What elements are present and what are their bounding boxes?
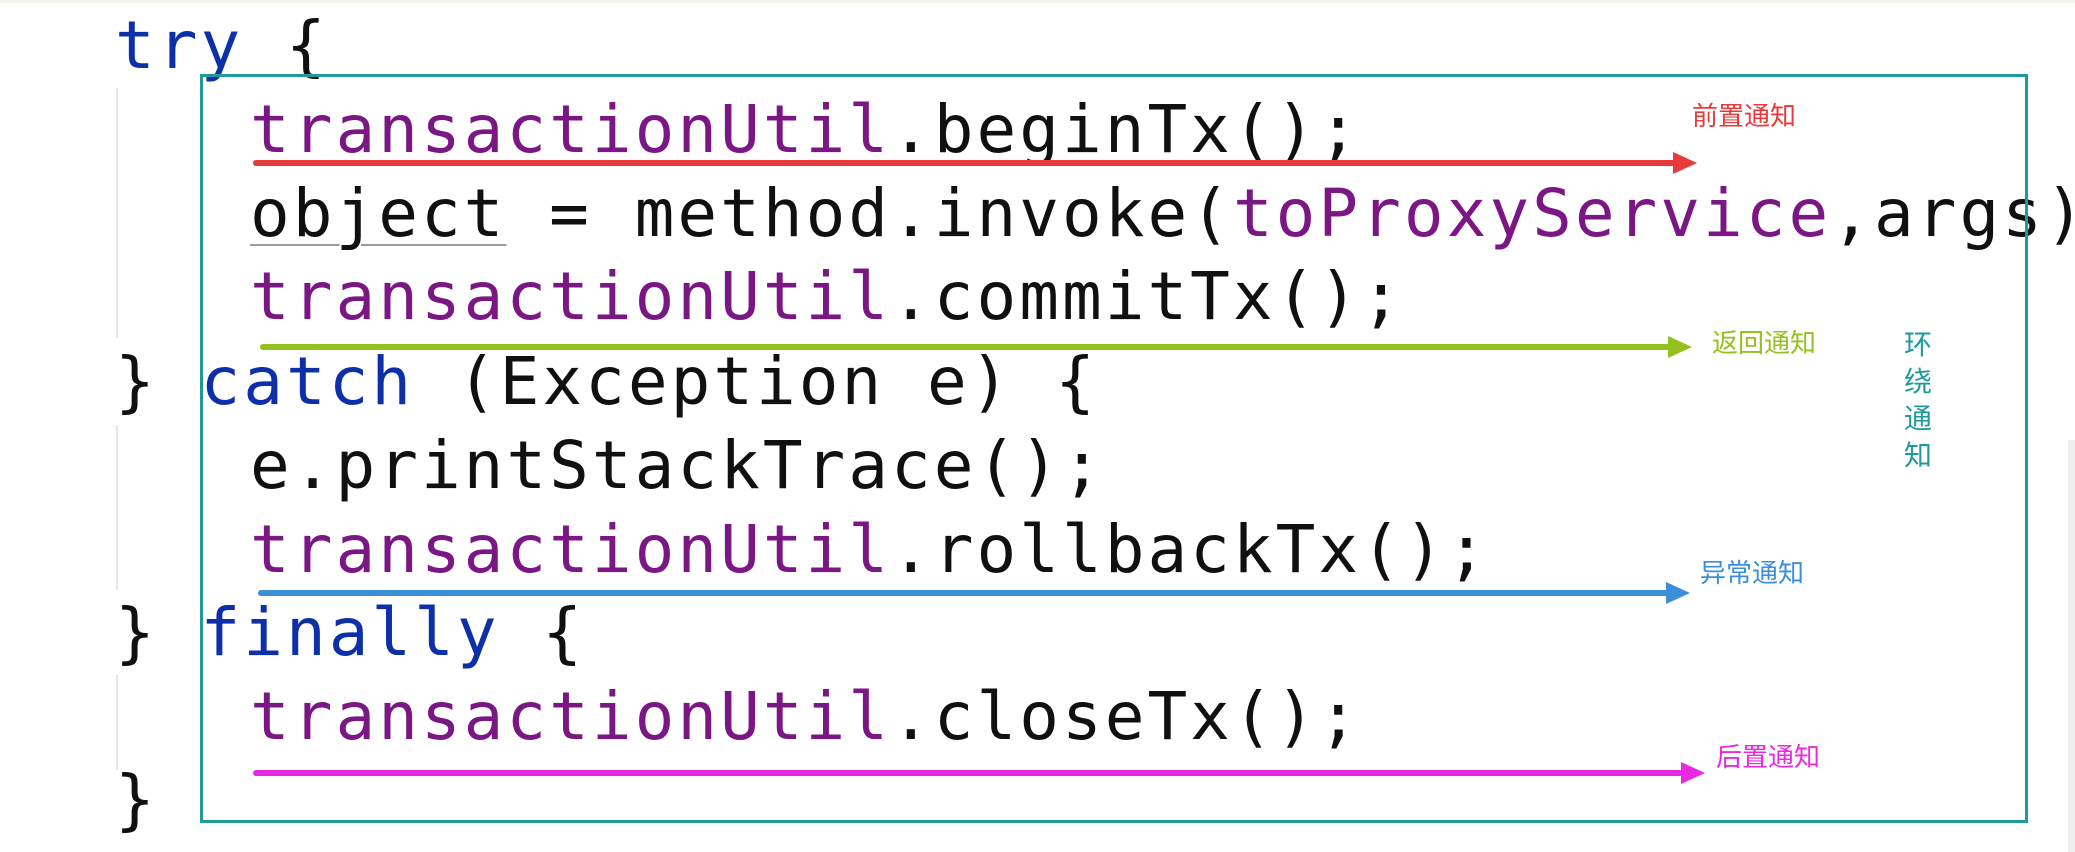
code-line-commit-tx: transactionUtil.commitTx(); xyxy=(250,258,1404,335)
after-throwing-arrow xyxy=(258,582,1690,604)
indent-guide xyxy=(116,675,118,770)
code-line-finally: } finally { xyxy=(115,594,586,671)
after-returning-label: 返回通知 xyxy=(1712,329,1817,359)
keyword-catch: catch xyxy=(200,343,415,420)
indent-guide xyxy=(116,425,118,590)
code-line-close-tx: transactionUtil.closeTx(); xyxy=(250,678,1362,755)
code-line-invoke: object = method.invoke(toProxyService,ar… xyxy=(250,175,2075,252)
code-line-try: try { xyxy=(115,7,329,84)
around-advice-label: 环绕通知 xyxy=(1903,328,1932,472)
field-transaction-util: transactionUtil xyxy=(250,258,892,335)
variable-object: object xyxy=(250,175,507,252)
scrollbar-track[interactable] xyxy=(2068,440,2075,852)
before-advice-label: 前置通知 xyxy=(1692,102,1797,132)
keyword-finally: finally xyxy=(200,594,500,671)
after-advice-arrow xyxy=(253,762,1705,784)
code-line-begin-tx: transactionUtil.beginTx(); xyxy=(250,91,1362,168)
code-line-print-stack: e.printStackTrace(); xyxy=(250,427,1105,504)
around-advice-box xyxy=(200,74,2028,823)
field-transaction-util: transactionUtil xyxy=(250,91,892,168)
field-transaction-util: transactionUtil xyxy=(250,511,892,588)
before-advice-arrow xyxy=(253,152,1698,174)
after-returning-arrow xyxy=(260,336,1692,358)
after-throwing-label: 异常通知 xyxy=(1700,559,1805,589)
top-divider xyxy=(0,0,2075,3)
code-line-rollback-tx: transactionUtil.rollbackTx(); xyxy=(250,511,1490,588)
field-transaction-util: transactionUtil xyxy=(250,678,892,755)
keyword-try: try xyxy=(115,7,244,84)
after-advice-label: 后置通知 xyxy=(1716,743,1821,773)
field-to-proxy-service: toProxyService xyxy=(1232,175,1832,252)
indent-guide xyxy=(116,88,118,338)
code-line-catch: } catch (Exception e) { xyxy=(115,343,1098,420)
code-line-close-brace: } xyxy=(115,761,158,838)
